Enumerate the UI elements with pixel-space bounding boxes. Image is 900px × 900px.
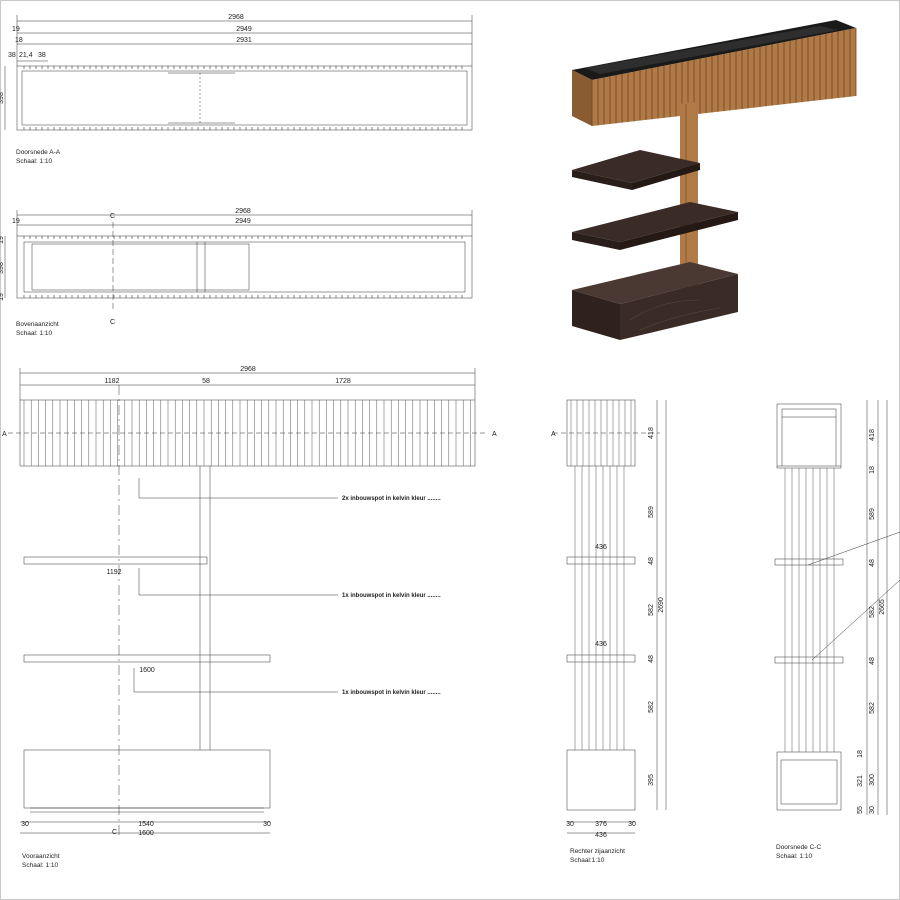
- section-aa-view: 2968 2949 2931 19 18 38 21,4 38 398 Door…: [0, 14, 473, 165]
- dim-gap2: 582: [869, 606, 876, 618]
- dim-left-off2: 18: [15, 37, 23, 44]
- dim-bottom-total: 436: [595, 832, 607, 839]
- dim-base-left: 30: [21, 821, 29, 828]
- shelf-upper: [572, 150, 700, 183]
- dim-total: 2690: [658, 597, 665, 613]
- note-spot-mid: 1x inbouwspot in kelvin kleur ........: [342, 593, 441, 599]
- dim-base-mid: 1540: [138, 821, 154, 828]
- section-marker-a-left: A: [2, 431, 7, 438]
- dim-d2: 18: [857, 750, 864, 758]
- dim-left-off: 19: [12, 218, 20, 225]
- section-marker-a-right: A: [492, 431, 497, 438]
- view-scale: Schaal:1:10: [570, 857, 605, 864]
- shelf-lower-side: [566, 654, 636, 663]
- top-view: 2968 2949 19 19 398 19 C C Bovenaanzicht…: [0, 208, 473, 337]
- slat-lines: [570, 400, 632, 750]
- dim-left-c: 38: [38, 52, 46, 59]
- dim-seg1: 1182: [104, 378, 119, 385]
- side-view: A 436 436 418 589 48 582 48 582 395 2690…: [551, 399, 667, 864]
- dim-overall: 2968: [240, 366, 256, 373]
- dim-top: 418: [869, 429, 876, 441]
- view-title: Doorsnede C-C: [776, 844, 821, 851]
- view-title: Doorsnede A-A: [16, 149, 61, 156]
- dim-base-total: 1600: [138, 830, 154, 837]
- dim-gap3: 582: [648, 701, 655, 713]
- dim-t2: 48: [869, 657, 876, 665]
- slat-pattern: [23, 66, 463, 130]
- shelf-lower-front: [23, 654, 271, 663]
- dim-gap2: 582: [648, 604, 655, 616]
- dim-left-b: 21,4: [19, 52, 33, 59]
- dim-base: 395: [648, 774, 655, 786]
- dim-shelf-w2: 436: [595, 641, 607, 648]
- base-side: [566, 749, 636, 811]
- base-front: [23, 749, 271, 809]
- dim-bottom-left: 30: [566, 821, 574, 828]
- dim-seg2: 58: [202, 378, 210, 385]
- note-spot-top: 2x inbouwspot in kelvin kleur ........: [342, 496, 441, 502]
- section-cc-view: 418 18 589 48 582 48 582 18 321 300 55 3…: [774, 400, 900, 860]
- dim-shelf1: 1192: [106, 569, 121, 576]
- dim-total: 2665: [879, 599, 886, 615]
- dim-t2: 48: [648, 655, 655, 663]
- section-marker-a: A: [551, 431, 556, 438]
- dim-gap1: 589: [869, 508, 876, 520]
- dim-seg3: 1728: [335, 378, 351, 385]
- dim-b3: 55: [857, 806, 864, 814]
- dim-inner2: 2931: [236, 37, 252, 44]
- dim-b4: 30: [869, 806, 876, 814]
- dim-h-mid: 398: [0, 262, 5, 274]
- note-spot-low: 1x inbouwspot in kelvin kleur ........: [342, 690, 441, 696]
- dim-left-a: 38: [8, 52, 16, 59]
- slat-lines: [784, 468, 835, 752]
- dim-left-off1: 19: [12, 26, 20, 33]
- dim-gap1: 589: [648, 506, 655, 518]
- slat-lines: [23, 400, 471, 466]
- section-marker-c: C: [112, 829, 117, 836]
- shelf-lower-section: [774, 656, 844, 664]
- render-3d: [572, 20, 857, 340]
- slat-pattern: [23, 236, 463, 298]
- dim-h-bot: 19: [0, 293, 5, 301]
- view-title: Vooraanzicht: [22, 853, 60, 860]
- base-section: [776, 751, 842, 811]
- dim-shelf2: 1600: [139, 667, 155, 674]
- section-marker-top: C: [110, 213, 115, 220]
- slat-box-section: [776, 403, 842, 469]
- dim-overall: 2968: [228, 14, 244, 21]
- view-scale: Schaal: 1:10: [16, 330, 53, 337]
- front-view: 2968 1182 58 1728 1192 1600 30 1540 30 1…: [2, 366, 497, 869]
- view-scale: Schaal: 1:10: [22, 862, 59, 869]
- view-title: Bovenaanzicht: [16, 321, 59, 328]
- center-post: [680, 102, 698, 290]
- shelf-upper-side: [566, 556, 636, 565]
- dim-overall: 2968: [235, 208, 251, 215]
- dim-bottom-right: 30: [628, 821, 636, 828]
- section-marker-bottom: C: [110, 319, 115, 326]
- marble-base: [572, 262, 738, 304]
- dim-base-right: 30: [263, 821, 271, 828]
- dim-bottom-mid: 376: [595, 821, 607, 828]
- dim-inner: 2949: [235, 218, 251, 225]
- dim-h-top: 19: [0, 236, 5, 244]
- dim-t1: 48: [869, 559, 876, 567]
- shelf-lower: [572, 202, 738, 242]
- view-scale: Schaal: 1:10: [776, 853, 813, 860]
- dim-shelf-w1: 436: [595, 544, 607, 551]
- shelf-upper-section: [774, 558, 844, 566]
- dim-height: 398: [0, 92, 5, 104]
- dim-d1: 18: [869, 466, 876, 474]
- view-scale: Schaal: 1:10: [16, 158, 53, 165]
- dim-b1: 321: [857, 775, 864, 787]
- shelf-upper-front: [23, 556, 208, 565]
- dim-t1: 48: [648, 557, 655, 565]
- dim-inner1: 2949: [236, 26, 252, 33]
- view-title: Rechter zijaanzicht: [570, 848, 625, 855]
- dim-top: 418: [648, 427, 655, 439]
- dim-b2: 300: [869, 774, 876, 786]
- dim-gap3: 582: [869, 702, 876, 714]
